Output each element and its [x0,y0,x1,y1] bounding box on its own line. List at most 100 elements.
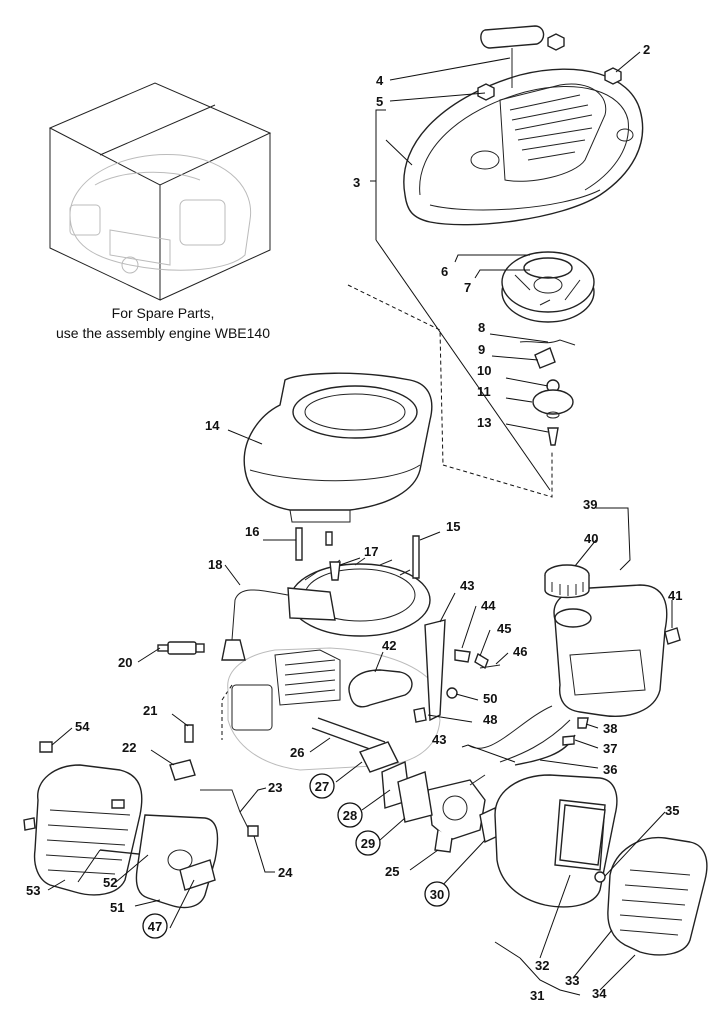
callout-53: 53 [26,883,40,898]
callout-20: 20 [118,655,132,670]
engine-block [227,557,441,771]
callout-17: 17 [364,544,378,559]
callout-24: 24 [278,865,293,880]
callout-16: 16 [245,524,259,539]
stud-26a [317,717,386,743]
callout-6: 6 [441,264,448,279]
cable-43 [467,705,553,749]
callout-45: 45 [497,621,511,636]
callout-5: 5 [376,94,383,109]
callout-43-lower: 43 [432,732,446,747]
stud-26b [311,727,379,753]
callout-35: 35 [665,803,679,818]
assembly-line-2 [442,450,553,498]
callout-14: 14 [205,418,220,433]
filter-38 [577,717,589,729]
assembly-line-3 [221,684,233,740]
bolt-16b [325,531,333,546]
callout-10: 10 [477,363,491,378]
blower-housing [243,372,433,523]
callout-13: 13 [477,415,491,430]
filter-element-32 [559,804,606,866]
starter-pulley [501,251,595,323]
bolt-54c [111,799,125,809]
clamp-37 [562,735,575,746]
callout-39: 39 [583,497,597,512]
bolt-17 [329,561,341,581]
callout-25: 25 [385,864,399,879]
callout-7: 7 [464,280,471,295]
callout-43-upper: 43 [460,578,474,593]
pawl-9 [534,347,556,369]
assembly-line-1 [347,284,444,466]
fuel-cap [544,564,590,599]
muffler-heat-shield [33,764,143,896]
callout-15: 15 [446,519,460,534]
bolt-54a [39,741,53,753]
spare-parts-note-line2: use the assembly engine WBE140 [56,325,270,341]
bolt-13 [547,427,559,446]
bolt-16a [295,527,303,561]
callout-8: 8 [478,320,485,335]
callout-33: 33 [565,973,579,988]
air-filter-cover [607,836,708,956]
callout-44: 44 [481,598,496,613]
screw-35 [594,871,606,883]
callout-46: 46 [513,644,527,659]
callout-30-circle [424,881,450,907]
callout-2: 2 [643,42,650,57]
callout-37: 37 [603,741,617,756]
clip-44 [454,649,471,663]
starter-cover [403,68,644,226]
spring-8 [519,339,576,346]
callout-54: 54 [75,719,90,734]
starter-handle [480,25,545,88]
callout-23: 23 [268,780,282,795]
bracket-43 [424,619,446,722]
callout-27-circle [309,773,335,799]
callout-29: 29 [361,836,375,851]
callout-29-circle [355,830,381,856]
callout-4: 4 [376,73,384,88]
callout-50-circle [142,913,168,939]
callout-labels: 2 3 4 5 6 7 8 9 10 11 13 14 15 16 17 18 … [118,42,650,880]
clip-24 [247,825,259,837]
gasket-27 [359,741,399,773]
spring-45 [474,652,489,670]
bolt-41 [664,627,681,645]
gasket-29 [397,771,433,823]
callout-31: 31 [530,988,544,1003]
rod-46 [479,664,501,669]
callout-28-circle [337,802,363,828]
callout-9: 9 [478,342,485,357]
callout-labels-right: 31 32 33 34 35 36 37 38 39 40 41 42 43 4… [26,497,682,1003]
callout-51: 51 [110,900,124,915]
callout-42: 42 [382,638,396,653]
callout-50: 47 [148,919,162,934]
callout-27: 27 [315,779,329,794]
callout-3: 3 [353,175,360,190]
stud-15 [412,535,420,579]
nut-top [547,33,565,51]
spark-plug [157,641,205,655]
bolt-54b [23,817,36,831]
nut-2 [604,67,622,85]
callout-40: 40 [584,531,598,546]
bracket-22 [169,759,196,781]
callout-28: 28 [343,808,357,823]
callout-22: 22 [122,740,136,755]
retainer-11 [532,389,574,415]
ignition-coil [221,587,336,661]
callout-47: 48 [483,712,497,727]
callout-36: 36 [603,762,617,777]
screw-47 [413,707,427,723]
callout-34: 34 [592,986,607,1001]
callout-38: 38 [603,721,617,736]
callout-26: 26 [290,745,304,760]
callout-52: 52 [103,875,117,890]
callout-32: 32 [535,958,549,973]
callout-11: 11 [477,384,491,399]
callout-48: 50 [483,691,497,706]
screw-21 [184,724,194,743]
